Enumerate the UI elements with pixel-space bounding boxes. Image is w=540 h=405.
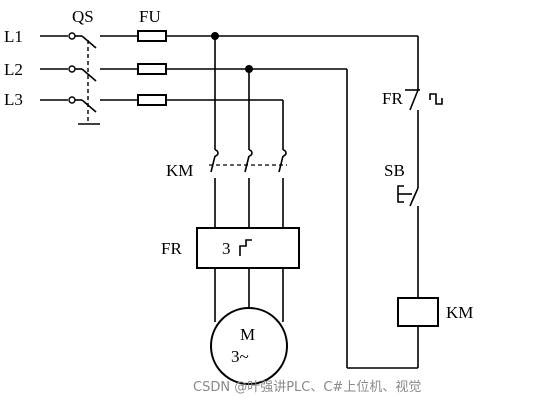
motor-icon xyxy=(210,307,288,385)
motor-name-label: M xyxy=(240,325,255,344)
l2-line xyxy=(40,63,347,82)
sb-start-button xyxy=(397,170,419,298)
km-coil xyxy=(397,297,439,327)
fuse-l3 xyxy=(137,94,167,106)
qs-switch-blade-3 xyxy=(81,99,97,113)
l1-line xyxy=(40,30,418,49)
l3-line xyxy=(40,94,283,113)
qs-switch-blade-2 xyxy=(81,68,97,82)
fr-contact-label: FR xyxy=(382,89,403,108)
qs-switch-blade-1 xyxy=(81,35,97,49)
fr-thermal-icon xyxy=(239,239,252,256)
km-main-contacts xyxy=(209,149,287,228)
fr-relay-box xyxy=(196,227,300,269)
fu-label: FU xyxy=(139,7,161,26)
km-main-label: KM xyxy=(166,161,193,180)
l1-label: L1 xyxy=(4,27,23,46)
fr-relay-label: FR xyxy=(161,239,182,258)
l3-label: L3 xyxy=(4,90,23,109)
qs-label: QS xyxy=(72,7,94,26)
km-coil-label: KM xyxy=(446,303,473,322)
fr-nc-contact xyxy=(405,84,443,170)
motor-spec-label: 3~ xyxy=(231,347,249,366)
fr-relay-phase-label: 3 xyxy=(222,239,231,258)
watermark: CSDN @叶强讲PLC、C#上位机、视觉 xyxy=(193,380,421,395)
fuse-l2 xyxy=(137,63,167,75)
l2-label: L2 xyxy=(4,60,23,79)
fuse-l1 xyxy=(137,30,167,42)
sb-label: SB xyxy=(384,161,405,180)
